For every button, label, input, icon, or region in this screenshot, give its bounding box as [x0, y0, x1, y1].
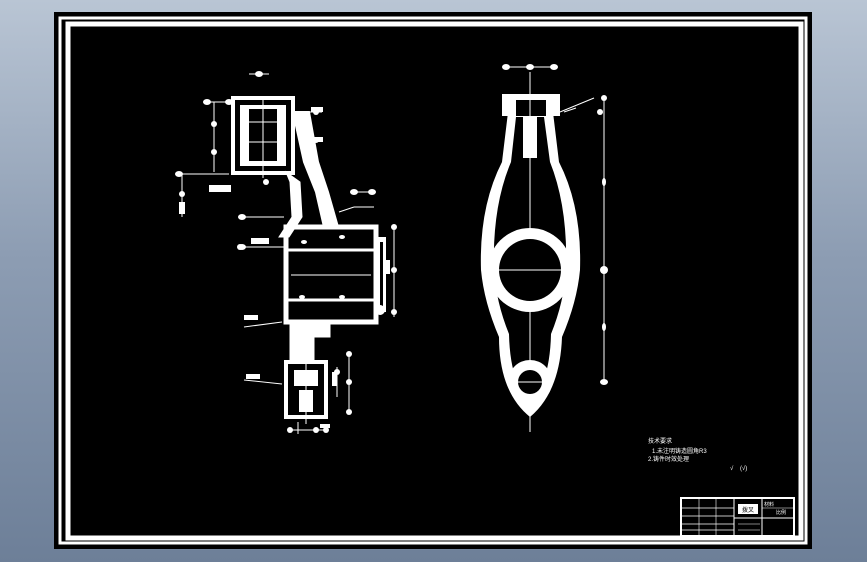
notes-heading: 技术要求	[648, 437, 672, 445]
dimension-text-blocks	[179, 107, 390, 428]
sheet-border	[65, 21, 804, 541]
title-block: 拨叉 材料 比例	[680, 497, 795, 537]
drawing-name: 拨叉	[742, 506, 754, 514]
technical-notes: 技术要求 1.未注明铸造圆角R3 2.铸件时效处理 √ (√)	[648, 437, 747, 472]
front-section-view	[179, 73, 395, 434]
roughness-symbol: √	[730, 465, 734, 472]
drawing-canvas: 技术要求 1.未注明铸造圆角R3 2.铸件时效处理 √ (√) 拨叉 材料 比例	[58, 16, 808, 545]
title-label-scale: 比例	[776, 509, 786, 516]
drawing-sheet: 技术要求 1.未注明铸造圆角R3 2.铸件时效处理 √ (√) 拨叉 材料 比例	[54, 12, 812, 549]
title-label-material: 材料	[764, 501, 774, 508]
notes-line-2: 2.铸件时效处理	[648, 455, 689, 463]
sheet-frame	[58, 16, 808, 545]
notes-line-1: 1.未注明铸造圆角R3	[652, 447, 707, 455]
svg-text:(√): (√)	[740, 465, 747, 472]
side-view	[480, 64, 608, 432]
